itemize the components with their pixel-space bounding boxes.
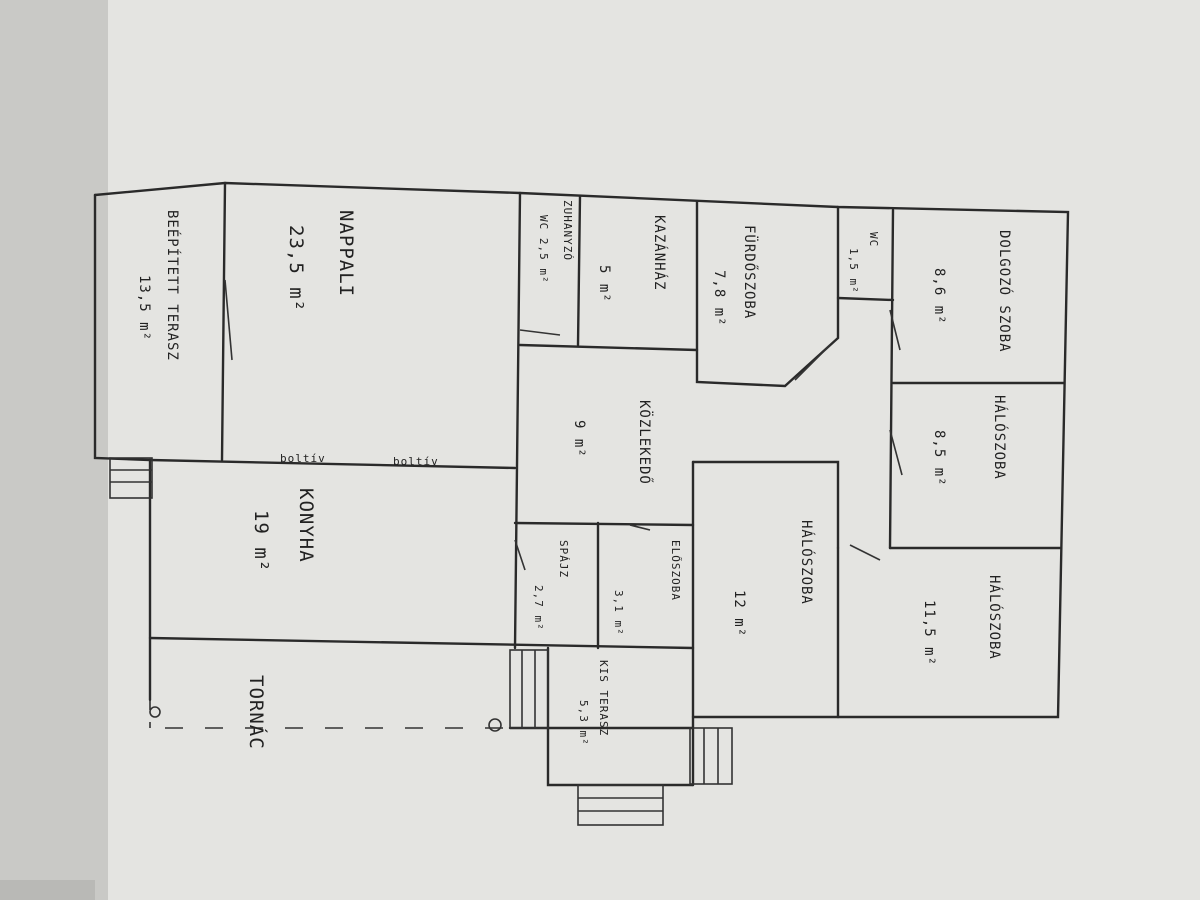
walls xyxy=(93,181,1070,787)
room-area: 5,3 m² xyxy=(577,700,590,746)
room-name: ELŐSZOBA xyxy=(669,540,683,601)
room-name: HÁLÓSZOBA xyxy=(986,575,1004,660)
room-area: 7,8 m² xyxy=(711,270,727,327)
room-name: KIS TERASZ xyxy=(597,660,610,736)
arch-label: boltív xyxy=(393,455,439,468)
annotations: boltív boltív TORNÁC xyxy=(245,452,439,750)
room-name: KAZÁNHÁZ xyxy=(651,215,668,290)
room-area: 8,5 m² xyxy=(931,430,947,487)
room-name: SPÁJZ xyxy=(557,540,570,578)
room-name: ZUHANYZÓ xyxy=(561,200,574,261)
room-name: KONYHA xyxy=(295,488,317,563)
left-shadow xyxy=(0,0,108,900)
room-area: 11,5 m² xyxy=(921,600,937,666)
room-name: DOLGOZÓ SZOBA xyxy=(996,230,1014,353)
room-area: 5 m² xyxy=(596,265,612,303)
room-name: KÖZLEKEDŐ xyxy=(636,400,654,485)
room-area: 8,6 m² xyxy=(931,268,947,325)
arch-label: boltív xyxy=(280,452,326,465)
room-area: 9 m² xyxy=(571,420,587,458)
room-area: 12 m² xyxy=(731,590,747,637)
room-name: BEÉPÍTETT TERASZ xyxy=(164,210,181,361)
corner-shadow xyxy=(0,880,95,900)
room-area: 19 m² xyxy=(250,510,272,572)
room-name: HÁLÓSZOBA xyxy=(798,520,816,605)
doors xyxy=(224,279,903,571)
room-name: NAPPALI xyxy=(335,210,357,297)
porch-label: TORNÁC xyxy=(245,675,268,750)
room-labels: BEÉPÍTETT TERASZ 13,5 m² NAPPALI 23,5 m²… xyxy=(136,200,1014,746)
room-area: 1,5 m² xyxy=(847,248,860,294)
room-area: 13,5 m² xyxy=(136,275,152,341)
room-name: HÁLÓSZOBA xyxy=(991,395,1009,480)
room-area: 23,5 m² xyxy=(285,225,307,312)
porch-edge xyxy=(149,700,505,732)
room-area: 2,7 m² xyxy=(532,585,545,631)
room-name: FÜRDŐSZOBA xyxy=(741,225,759,319)
room-area: WC 2,5 m² xyxy=(537,215,550,284)
room-name: WC xyxy=(867,232,880,247)
room-area: 3,1 m² xyxy=(612,590,625,636)
stairs xyxy=(109,457,733,826)
